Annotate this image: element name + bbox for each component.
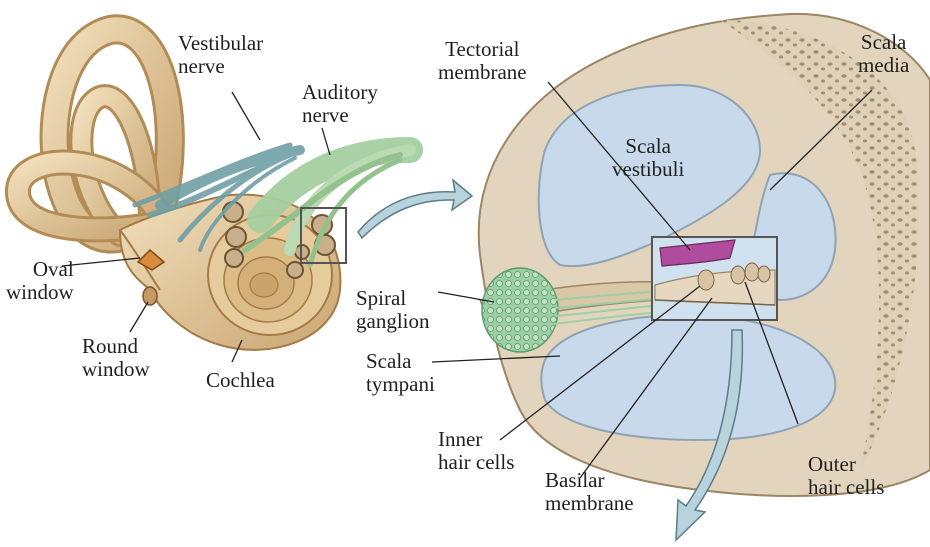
label-vestibular-nerve: Vestibular nerve bbox=[178, 32, 263, 78]
scala-tympani-space bbox=[541, 315, 835, 440]
round-window-marker bbox=[143, 287, 157, 305]
leader-auditory-nerve bbox=[322, 128, 330, 155]
label-scala-media: Scala media bbox=[858, 31, 909, 77]
label-spiral-ganglion: Spiral ganglion bbox=[356, 287, 430, 333]
organ-of-corti bbox=[652, 237, 777, 320]
label-auditory-nerve: Auditory nerve bbox=[302, 81, 378, 127]
zoom-arrow bbox=[358, 180, 472, 238]
leader-round-window bbox=[130, 302, 148, 332]
label-scala-tympani: Scala tympani bbox=[366, 350, 435, 396]
label-scala-vestibuli: Scala vestibuli bbox=[612, 135, 684, 181]
label-round-window: Round window bbox=[82, 335, 150, 381]
spiral-ganglion-cells bbox=[482, 268, 558, 352]
label-outer-hair-cells: Outer hair cells bbox=[808, 453, 884, 499]
label-oval-window: Oval window bbox=[6, 258, 74, 304]
label-cochlea: Cochlea bbox=[206, 369, 275, 392]
label-basilar-membrane: Basilar membrane bbox=[545, 469, 634, 515]
label-tectorial-membrane: Tectorial membrane bbox=[438, 38, 527, 84]
semicircular-canals bbox=[18, 29, 170, 238]
label-inner-hair-cells: Inner hair cells bbox=[438, 428, 514, 474]
leader-vestibular-nerve bbox=[232, 92, 260, 140]
